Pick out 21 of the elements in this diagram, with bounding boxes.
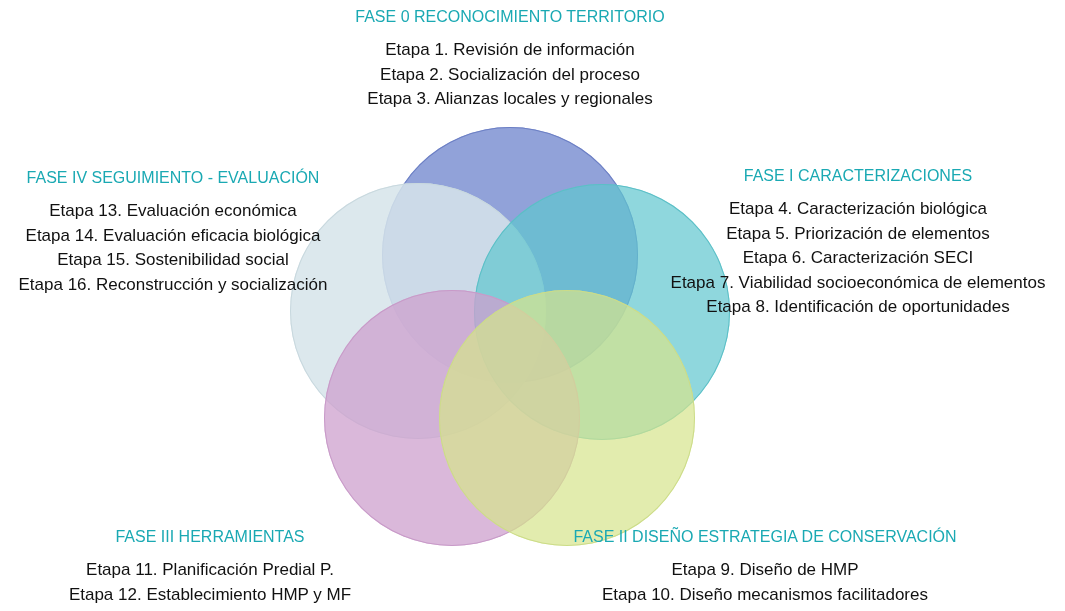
step-text: Etapa 1. Revisión de información bbox=[385, 39, 635, 61]
step-text: Etapa 9. Diseño de HMP bbox=[671, 559, 859, 581]
step-text: Etapa 11. Planificación Predial P. bbox=[86, 559, 334, 581]
step-text: Etapa 4. Caracterización biológica bbox=[729, 198, 987, 220]
step-text: Etapa 14. Evaluación eficacia biológica bbox=[25, 224, 321, 247]
step-text: Etapa 16. Reconstrucción y socialización bbox=[18, 273, 328, 296]
step-text: Etapa 15. Sostenibilidad social bbox=[57, 249, 289, 271]
phase-heading: FASE III HERRAMIENTAS bbox=[115, 528, 305, 546]
step-text: Etapa 10. Diseño mecanismos facilitadores bbox=[602, 583, 928, 606]
step-text: Etapa 8. Identificación de oportunidades bbox=[706, 296, 1010, 318]
step-text: Etapa 5. Priorización de elementos bbox=[726, 222, 990, 245]
step-text: Etapa 13. Evaluación económica bbox=[49, 200, 297, 222]
step-text: Etapa 12. Establecimiento HMP y MF bbox=[68, 583, 352, 606]
phase-heading: FASE 0 RECONOCIMIENTO TERRITORIO bbox=[355, 8, 665, 26]
step-text: Etapa 2. Socialización del proceso bbox=[380, 63, 640, 86]
step-text: Etapa 7. Viabilidad socioeconómica de elementos bbox=[670, 271, 1046, 294]
phase-heading: FASE I CARACTERIZACIONES bbox=[743, 167, 973, 185]
step-text: Etapa 6. Caracterización SECI bbox=[742, 247, 974, 269]
phase-heading: FASE IV SEGUIMIENTO - EVALUACIÓN bbox=[26, 169, 320, 187]
step-text: Etapa 3. Alianzas locales y regionales bbox=[367, 88, 653, 110]
phase-heading: FASE II DISEÑO ESTRATEGIA DE CONSERVACIÓN bbox=[573, 528, 957, 546]
